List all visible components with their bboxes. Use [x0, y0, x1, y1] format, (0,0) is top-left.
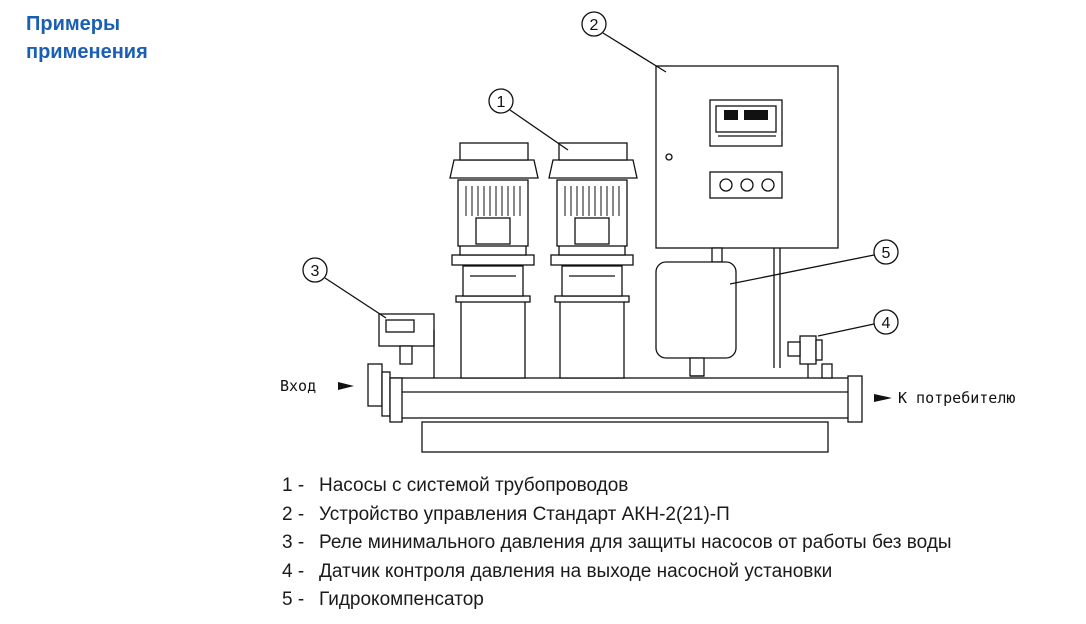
- section-heading: Примеры применения: [26, 10, 148, 66]
- heading-line-1: Примеры: [26, 13, 121, 35]
- svg-text:3: 3: [311, 263, 320, 280]
- heading-line-2: применения: [26, 41, 148, 63]
- pump-1: [449, 142, 539, 379]
- callout-1: 1: [488, 88, 569, 151]
- callout-3: 3: [302, 257, 387, 319]
- inlet-flange-2: [389, 377, 403, 423]
- outlet-arrow: [874, 394, 892, 402]
- legend-item: 4 -Датчик контроля давления на выходе на…: [282, 560, 833, 582]
- pump-2: [548, 142, 638, 379]
- svg-text:2: 2: [590, 17, 599, 34]
- legend-item: 5 -Гидрокомпенсатор: [282, 589, 484, 610]
- callout-4: 4: [817, 309, 899, 337]
- inlet-flange-ring: [381, 371, 391, 417]
- callout-5: 5: [729, 239, 899, 285]
- legend-item: 3 -Реле минимального давления для защиты…: [282, 532, 952, 553]
- callout-2: 2: [581, 11, 667, 73]
- legend-list: 1 -Насосы с системой трубопроводов 2 -Ус…: [282, 472, 952, 615]
- svg-text:1: 1: [497, 94, 506, 111]
- header-pipe: [389, 377, 861, 419]
- svg-text:4: 4: [882, 315, 891, 332]
- pump-station-diagram: Вход К потребителю 1 2 3 5 4: [280, 11, 1015, 453]
- legend-item: 1 -Насосы с системой трубопроводов: [282, 475, 629, 496]
- pressure-relay: [378, 313, 435, 378]
- inlet-label: Вход: [280, 377, 316, 395]
- base-frame: [421, 421, 829, 453]
- outlet-flange: [847, 375, 863, 423]
- inlet-flange: [367, 363, 383, 407]
- legend-item: 2 -Устройство управления Стандарт АКН-2(…: [282, 503, 730, 525]
- inlet-arrow: [338, 382, 354, 390]
- control-cabinet: [655, 65, 839, 368]
- hydro-accumulator: [655, 261, 737, 377]
- outlet-label: К потребителю: [898, 389, 1015, 407]
- pressure-sensor: [787, 335, 823, 378]
- svg-text:5: 5: [882, 245, 891, 262]
